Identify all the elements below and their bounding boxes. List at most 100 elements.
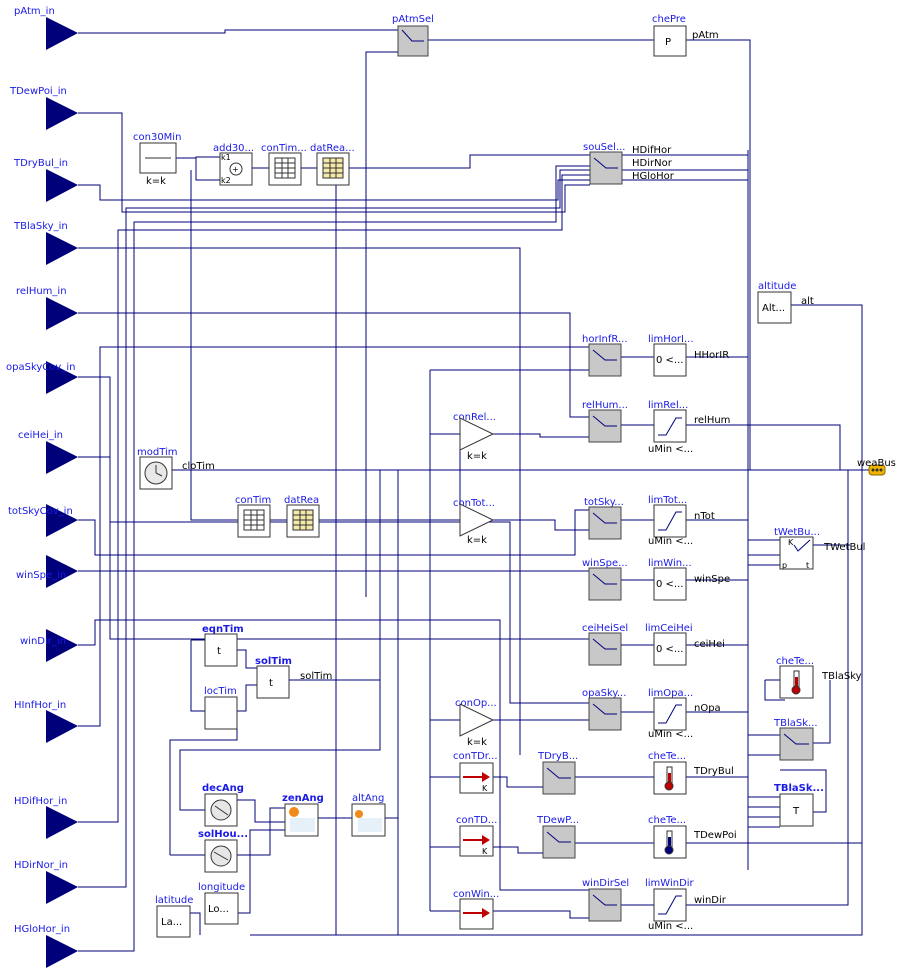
weaBus-connector[interactable] — [868, 464, 886, 476]
block-TBlaSk-calc[interactable]: TBlaSk... T — [774, 783, 824, 827]
signal-label: TDewPoi — [693, 830, 737, 841]
block-limWinDir[interactable]: limWinDir uMin <... — [645, 878, 695, 932]
block-limCeiHei[interactable]: limCeiHei 0 <... — [645, 623, 693, 666]
block-conTim-top[interactable]: conTim... — [261, 143, 307, 186]
signal-label: HHorIR — [694, 350, 729, 361]
block-souSel[interactable]: souSel... — [583, 142, 625, 185]
svg-text:TBlaSk...: TBlaSk... — [774, 783, 824, 794]
block-limOpa[interactable]: limOpa... uMin <... — [648, 688, 693, 740]
svg-text:k=k: k=k — [467, 451, 487, 462]
svg-text:conTot...: conTot... — [453, 498, 495, 509]
block-cheTe-TDewPoi[interactable]: cheTe... — [648, 815, 687, 859]
block-chePre[interactable]: chePre P — [652, 14, 687, 57]
block-datRea-top[interactable]: datRea... — [310, 143, 355, 186]
block-cheTe-TDryBul[interactable]: cheTe... — [648, 751, 687, 795]
signal-labels: pAtm HDifHor HDirNor HGloHor alt HHorIR … — [182, 30, 896, 906]
block-conTDr[interactable]: conTDr... K — [453, 751, 498, 794]
block-datRea[interactable]: datRea — [284, 495, 320, 538]
block-eqnTim[interactable]: eqnTim t — [202, 624, 244, 667]
block-locTim[interactable]: locTim — [204, 686, 238, 730]
block-solTim[interactable]: solTim t — [255, 656, 292, 699]
svg-text:K: K — [482, 784, 488, 793]
block-limTot[interactable]: limTot... uMin <... — [648, 495, 693, 547]
block-TDryB[interactable]: TDryB... — [537, 751, 578, 795]
svg-text:relHum...: relHum... — [582, 400, 628, 411]
block-conTim[interactable]: conTim — [235, 495, 271, 538]
svg-text:cheTe...: cheTe... — [648, 751, 686, 762]
block-altitude[interactable]: altitude Alt... — [757, 281, 796, 324]
input-winSpe_in — [46, 555, 78, 588]
block-pAtmSel[interactable]: pAtmSel — [392, 14, 434, 57]
input-label: totSkyCov_in — [8, 506, 73, 517]
svg-text:t: t — [806, 561, 809, 570]
block-solHou[interactable]: solHou... — [198, 829, 248, 873]
block-add30[interactable]: add30... + k1 k2 — [213, 143, 254, 186]
block-conOp[interactable]: conOp... k=k — [455, 698, 497, 748]
svg-text:decAng: decAng — [202, 783, 244, 794]
svg-text:k=k: k=k — [146, 176, 166, 187]
input-label: HInfHor_in — [14, 700, 66, 711]
block-altAng[interactable]: altAng — [351, 793, 386, 837]
input-label: TDryBul_in — [13, 158, 68, 169]
block-tWetBu[interactable]: tWetBu... K p t — [774, 527, 820, 570]
block-totSky[interactable]: totSky... — [584, 497, 624, 540]
block-limWin[interactable]: limWin... 0 <... — [648, 558, 692, 601]
block-horInfR[interactable]: horInfR... — [582, 334, 628, 377]
svg-text:uMin <...: uMin <... — [648, 536, 693, 547]
svg-text:t: t — [217, 646, 221, 657]
block-TDewP[interactable]: TDewP... — [536, 815, 579, 859]
block-cheTe-TBlaSky[interactable]: cheTe... — [776, 656, 814, 699]
block-conTD[interactable]: conTD... K — [456, 815, 497, 857]
connection-lines — [78, 29, 870, 952]
svg-text:uMin <...: uMin <... — [648, 444, 693, 455]
input-label: pAtm_in — [14, 6, 55, 17]
svg-text:conTim...: conTim... — [261, 143, 307, 154]
svg-text:La...: La... — [161, 917, 182, 928]
block-conRel[interactable]: conRel... k=k — [453, 412, 496, 462]
svg-text:cheTe...: cheTe... — [776, 656, 814, 667]
svg-text:locTim: locTim — [204, 686, 237, 697]
block-relHum-sel[interactable]: relHum... — [582, 400, 628, 443]
input-labels: pAtm_in TDewPoi_in TDryBul_in TBlaSky_in… — [6, 6, 75, 935]
block-longitude[interactable]: longitude Lo... — [198, 882, 245, 925]
block-TBlaSk-sel[interactable]: TBlaSk... — [773, 718, 818, 761]
svg-text:winSpe...: winSpe... — [582, 558, 628, 569]
block-winDirSel[interactable]: winDirSel — [582, 878, 629, 922]
block-limHorI[interactable]: limHorI... 0 <... — [648, 334, 694, 377]
signal-label: alt — [801, 296, 814, 307]
svg-text:solHou...: solHou... — [198, 829, 248, 840]
svg-text:TBlaSk...: TBlaSk... — [773, 718, 818, 729]
input-HDifHor_in — [46, 806, 78, 839]
input-label: HGloHor_in — [14, 924, 70, 935]
svg-text:horInfR...: horInfR... — [582, 334, 628, 345]
svg-text:K: K — [482, 847, 488, 856]
block-winSpe[interactable]: winSpe... — [582, 558, 628, 601]
block-zenAng[interactable]: zenAng — [282, 793, 324, 837]
svg-text:tWetBu...: tWetBu... — [774, 527, 820, 538]
block-limRel[interactable]: limRel... uMin <... — [648, 400, 693, 455]
svg-text:altitude: altitude — [758, 281, 796, 292]
svg-text:conOp...: conOp... — [455, 698, 497, 709]
input-label: opaSkyCov_in — [6, 362, 75, 373]
block-con30Min[interactable]: con30Min k=k — [133, 132, 181, 187]
svg-text:T: T — [792, 806, 800, 817]
input-label: winSpe_in — [16, 570, 66, 581]
svg-text:p: p — [782, 561, 787, 570]
input-TDryBul_in — [46, 169, 78, 202]
input-label: TBlaSky_in — [13, 221, 68, 232]
block-conWin[interactable]: conWin... — [453, 889, 499, 930]
block-conTot[interactable]: conTot... k=k — [453, 498, 495, 546]
svg-text:Lo...: Lo... — [208, 904, 229, 915]
svg-text:conRel...: conRel... — [453, 412, 496, 423]
signal-label: HGloHor — [632, 171, 675, 182]
svg-text:P: P — [665, 37, 671, 48]
input-HInfHor_in — [46, 710, 78, 743]
block-modTim[interactable]: modTim — [137, 447, 178, 490]
block-decAng[interactable]: decAng — [202, 783, 244, 827]
block-ceiHeiSel[interactable]: ceiHeiSel — [582, 623, 628, 666]
svg-text:cheTe...: cheTe... — [648, 815, 686, 826]
input-connectors — [46, 17, 78, 968]
block-opaSky[interactable]: opaSky... — [582, 688, 626, 731]
block-latitude[interactable]: latitude La... — [155, 895, 193, 938]
input-label: TDewPoi_in — [9, 86, 67, 97]
